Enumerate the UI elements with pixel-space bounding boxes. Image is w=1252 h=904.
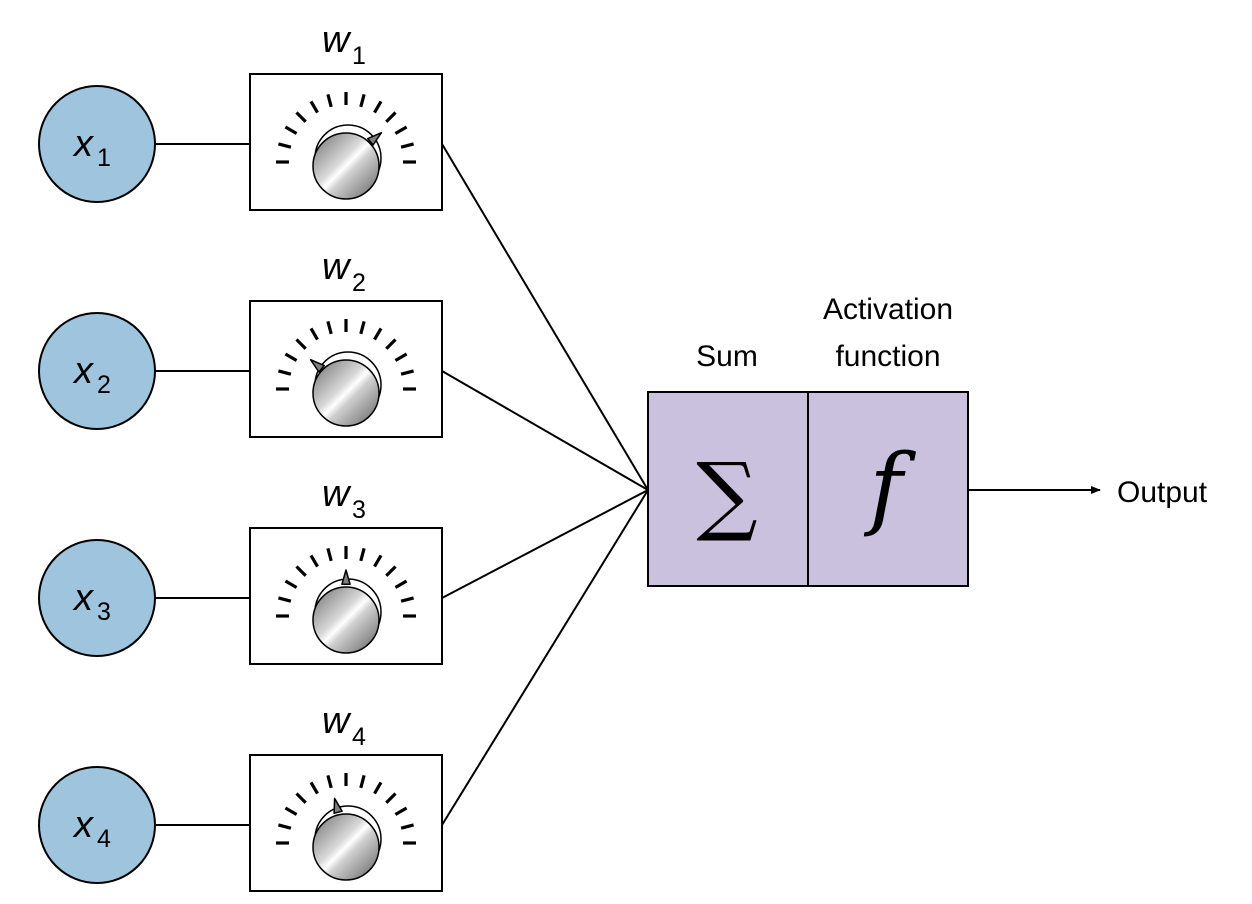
dial-tick <box>309 781 319 795</box>
dial-tick <box>359 320 366 335</box>
dial-tick <box>394 125 408 135</box>
weight-var: w <box>322 700 352 742</box>
knob <box>312 359 380 427</box>
weight-line-4 <box>441 489 649 826</box>
weight-line-2 <box>441 370 649 491</box>
neuron-block: Sum Activation function ∑ f <box>647 293 969 587</box>
weight-line-3 <box>441 489 649 599</box>
dial-tick <box>394 352 408 362</box>
dial-tick <box>394 579 408 589</box>
dial-pointer <box>367 131 383 146</box>
weight-box-2: w 2 <box>249 246 443 438</box>
input-node-1: x 1 <box>38 85 156 203</box>
output-label: Output <box>1117 476 1208 509</box>
sigma-symbol: ∑ <box>696 445 757 545</box>
dial-tick <box>295 338 307 350</box>
dial-tick <box>284 125 298 135</box>
dial-tick <box>400 823 415 830</box>
input-circle <box>38 539 156 657</box>
dial-tick <box>277 596 292 603</box>
dial-tick <box>326 320 333 335</box>
weight-line-1 <box>441 143 649 491</box>
input-node-4: x 4 <box>38 766 156 884</box>
dial-tick <box>394 806 408 816</box>
dial-tick <box>277 369 292 376</box>
weight-sub: 1 <box>352 42 366 70</box>
dial-tick <box>309 554 319 568</box>
input-sub: 3 <box>97 598 111 626</box>
input-nodes: x 1 x 2 x 3 x 4 <box>38 85 156 884</box>
input-node-3: x 3 <box>38 539 156 657</box>
dial-tick <box>284 806 298 816</box>
weight-box-1: w 1 <box>249 19 443 211</box>
input-var: x <box>72 577 95 619</box>
dial-tick <box>295 565 307 577</box>
dial-tick <box>284 579 298 589</box>
knob <box>312 586 380 654</box>
dial-tick <box>373 781 383 795</box>
connections <box>156 143 1101 826</box>
weight-dial-2[interactable] <box>276 319 416 427</box>
dial-pointer <box>341 569 351 586</box>
input-var: x <box>72 804 95 846</box>
dial-tick <box>326 774 333 789</box>
input-var: x <box>72 123 95 165</box>
dial-tick <box>400 596 415 603</box>
input-var: x <box>72 350 95 392</box>
dial-tick <box>277 142 292 149</box>
weight-sub: 4 <box>352 723 366 751</box>
dial-tick <box>385 565 397 577</box>
weight-dial-3[interactable] <box>276 546 416 654</box>
dial-tick <box>359 774 366 789</box>
dial-tick <box>373 100 383 114</box>
dial-tick <box>359 93 366 108</box>
weight-box-3: w 3 <box>249 473 443 665</box>
dial-tick <box>326 547 333 562</box>
sum-box <box>647 391 809 587</box>
input-sub: 2 <box>97 371 111 399</box>
weight-var: w <box>322 473 352 515</box>
weight-dial-1[interactable] <box>276 92 416 200</box>
weight-box-4: w 4 <box>249 700 443 892</box>
dial-tick <box>359 547 366 562</box>
dial-tick <box>400 142 415 149</box>
dial-tick <box>326 93 333 108</box>
input-circle <box>38 766 156 884</box>
weight-boxes: w 1 w 2 w 3 w 4 <box>249 19 443 892</box>
sum-title: Sum <box>696 340 758 373</box>
dial-tick <box>295 111 307 123</box>
knob <box>312 813 380 881</box>
input-circle <box>38 85 156 203</box>
dial-tick <box>385 111 397 123</box>
dial-tick <box>373 554 383 568</box>
knob <box>312 132 380 200</box>
activation-box <box>807 391 969 587</box>
dial-tick <box>309 100 319 114</box>
weight-dial-4[interactable] <box>276 773 416 881</box>
activation-title-line1: Activation <box>823 293 953 326</box>
dial-pointer <box>333 797 343 815</box>
input-sub: 1 <box>97 144 111 172</box>
input-sub: 4 <box>97 825 111 853</box>
dial-tick <box>295 792 307 804</box>
weight-var: w <box>322 19 352 61</box>
weight-sub: 3 <box>352 496 366 524</box>
dial-pointer <box>309 358 325 373</box>
activation-title-line2: function <box>835 340 940 373</box>
dial-tick <box>373 327 383 341</box>
weight-sub: 2 <box>352 269 366 297</box>
dial-tick <box>385 338 397 350</box>
weight-var: w <box>322 246 352 288</box>
dial-tick <box>277 823 292 830</box>
dial-tick <box>284 352 298 362</box>
input-circle <box>38 312 156 430</box>
dial-tick <box>400 369 415 376</box>
dial-tick <box>385 792 397 804</box>
input-node-2: x 2 <box>38 312 156 430</box>
dial-tick <box>309 327 319 341</box>
